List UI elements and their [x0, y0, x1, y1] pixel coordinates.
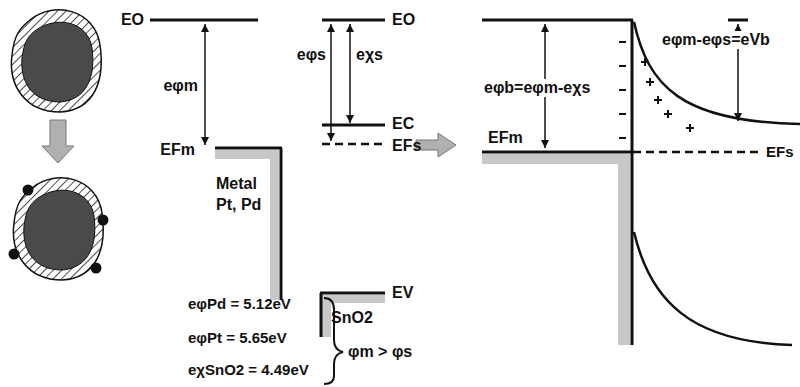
interface-charge-part	[641, 58, 649, 66]
contact-arrow-part	[416, 133, 456, 157]
schottky-contact-part	[634, 22, 800, 124]
material-label: Pt, Pd	[214, 196, 263, 214]
sno2-band-part	[322, 124, 385, 127]
barrier-height-label: eφb=eφm-eχs	[482, 79, 592, 97]
fermi-level-label: EFs	[764, 144, 796, 161]
value-label: eχSnO2 = 4.49eV	[186, 362, 311, 379]
energy-level-label: EV	[390, 284, 415, 302]
grain-with-metal-particles	[9, 178, 109, 280]
sno2-band-part	[320, 292, 385, 295]
band-bending-label: eφm-eφs=eVb	[660, 31, 772, 49]
schottky-contact-part	[634, 232, 792, 345]
interface-charge-part	[619, 41, 626, 43]
sno2-band-part	[322, 19, 385, 22]
value-label: eφPt = 5.65eV	[186, 330, 289, 347]
grain-with-metal-particles-part	[98, 215, 109, 226]
metal-band-part	[150, 19, 258, 22]
schottky-contact-part	[618, 154, 630, 345]
electron-affinity-label: eχs	[354, 46, 385, 64]
schottky-contact-part	[482, 151, 631, 154]
interface-charge-part	[664, 110, 672, 118]
interface-charge-part	[686, 124, 694, 132]
interface-charge-part	[619, 65, 626, 67]
grain-with-metal-particles-part	[91, 263, 102, 274]
energy-level-label: EO	[119, 11, 146, 29]
work-function-label: eφm	[161, 77, 200, 95]
sno2-band-part	[349, 24, 351, 123]
interface-charge-part	[619, 137, 626, 139]
inequality-label: φm > φs	[346, 343, 414, 361]
interface-charge-part	[646, 78, 654, 86]
sno2-band	[320, 20, 385, 337]
metal-band-part	[215, 150, 279, 159]
metal-band-part	[280, 148, 283, 300]
fermi-level-label: EFm	[158, 141, 197, 159]
grain-with-metal-particles-part	[9, 249, 20, 260]
schottky-contact-part	[728, 19, 748, 22]
sno2-band-part	[322, 143, 385, 146]
grain-with-metal-particles-part	[13, 178, 103, 280]
sno2-grain-part	[11, 10, 101, 112]
sno2-band-part	[320, 293, 323, 337]
material-label: Metal	[214, 175, 259, 193]
schottky-contact-part	[631, 20, 634, 345]
fermi-level-label: EFs	[390, 137, 423, 155]
sno2-grain	[11, 10, 101, 112]
process-arrow-part	[42, 120, 74, 163]
fermi-level-label: EFm	[486, 129, 525, 147]
metal-band-part	[215, 147, 282, 150]
energy-level-label: EO	[390, 11, 417, 29]
grain-with-metal-particles-part	[24, 190, 95, 270]
interface-charge	[619, 42, 694, 138]
energy-level-label: EC	[390, 115, 416, 133]
grain-with-metal-particles-part	[23, 185, 34, 196]
metal-band-part	[270, 150, 279, 300]
schottky-contact-part	[482, 19, 633, 22]
process-arrow	[42, 120, 74, 163]
interface-charge-part	[619, 113, 626, 115]
schottky-contact-part	[633, 151, 760, 154]
contact-arrow	[416, 133, 456, 157]
material-label: SnO2	[329, 309, 375, 327]
schottky-contact-part	[482, 154, 628, 164]
metal-band-part	[204, 24, 206, 145]
sno2-band-part	[330, 24, 332, 141]
schottky-contact	[482, 20, 800, 345]
sno2-band-part	[322, 295, 331, 337]
work-function-label: eφs	[295, 46, 328, 64]
interface-charge-part	[654, 96, 662, 104]
sno2-grain-part	[22, 22, 93, 102]
interface-charge-part	[619, 89, 626, 91]
metal-band	[150, 20, 282, 300]
value-label: eφPd = 5.12eV	[186, 296, 293, 313]
